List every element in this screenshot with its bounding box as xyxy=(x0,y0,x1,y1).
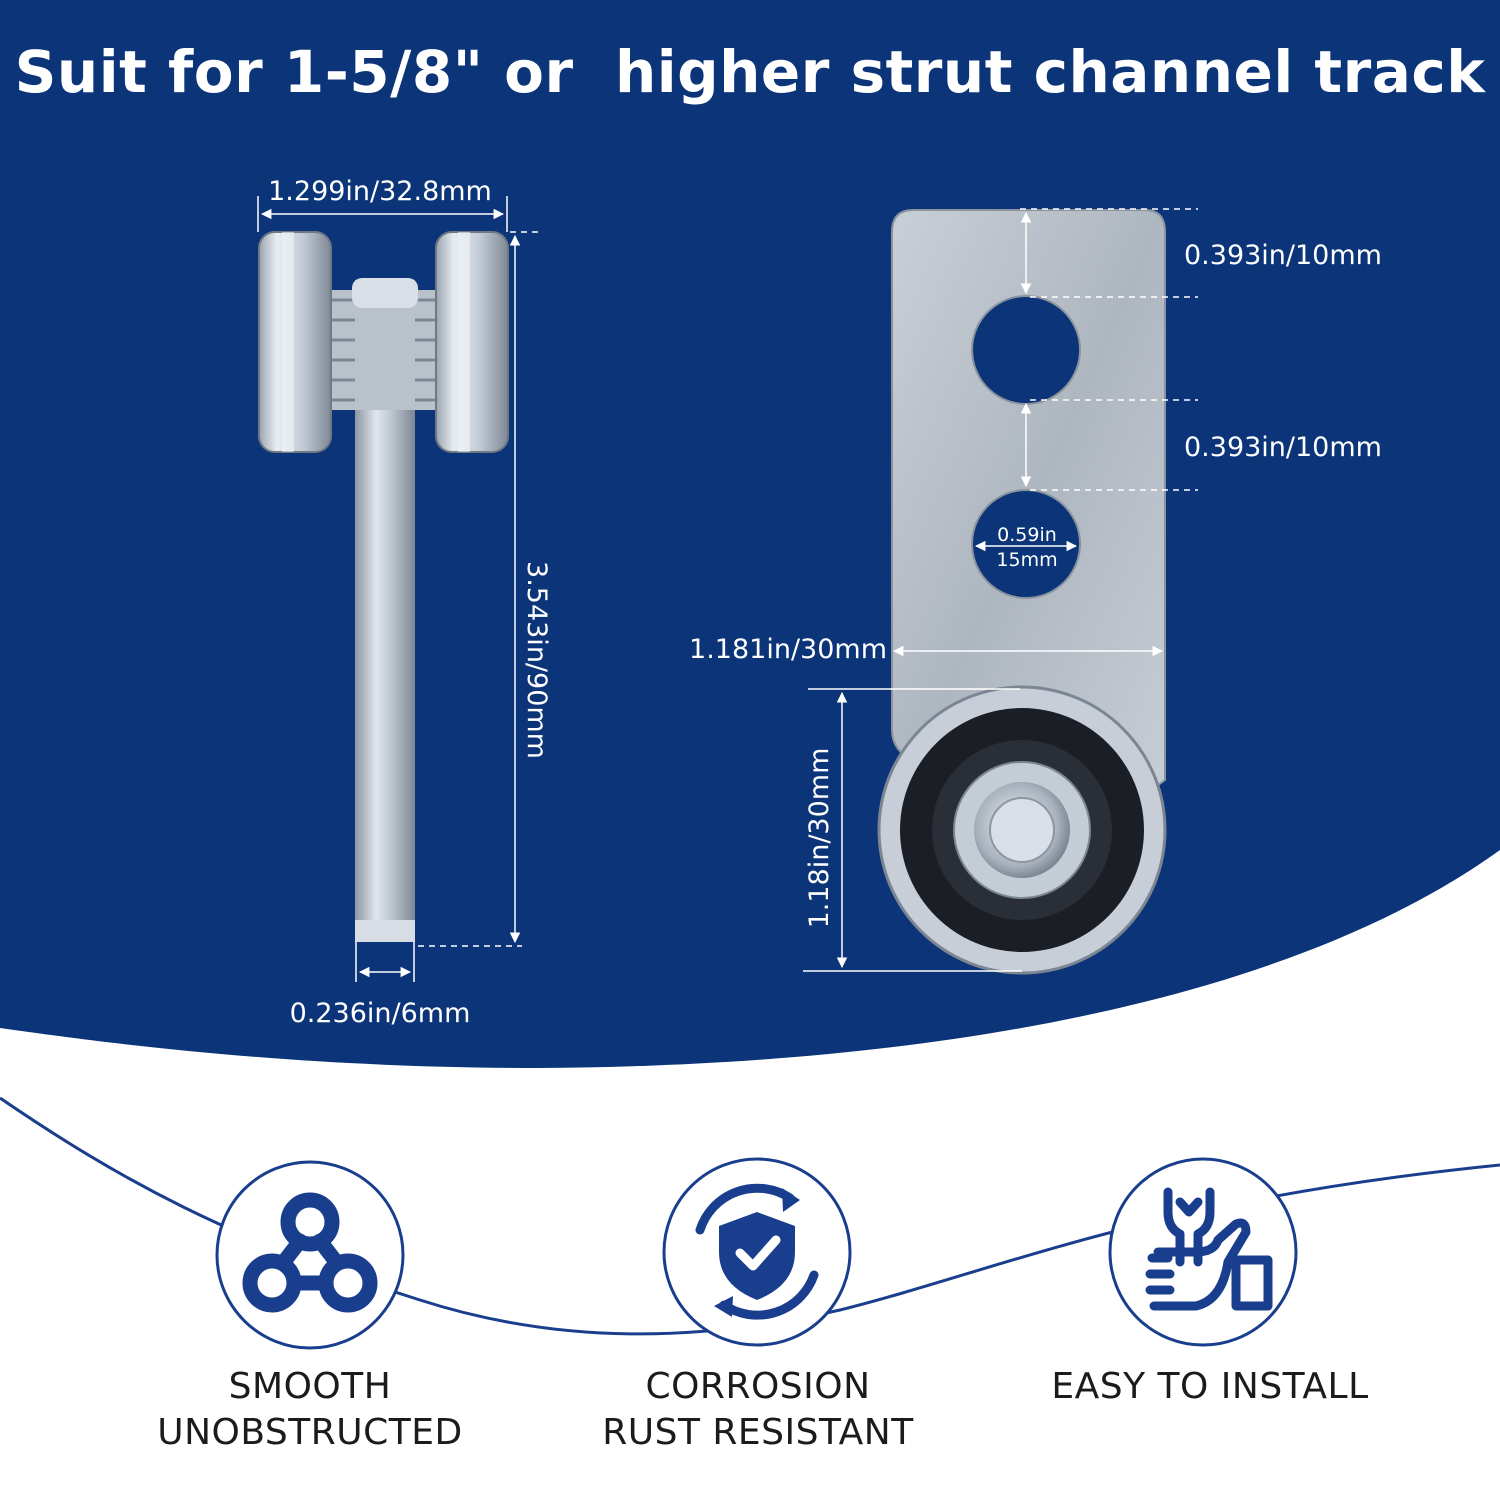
dim-height: 3.543in/90mm xyxy=(521,561,552,759)
left-wheel xyxy=(258,231,332,453)
dim-wheel-diameter: 1.18in/30mm xyxy=(804,748,835,929)
side-view: 1.299in/32.8mm 3.543in/90mm 0.236in/6mm xyxy=(257,176,552,1029)
bearing-wheel xyxy=(877,685,1167,975)
feature-smooth: SMOOTH UNOBSTRUCTED xyxy=(100,1364,520,1456)
axle xyxy=(315,290,455,410)
feature-smooth-line1: SMOOTH xyxy=(228,1366,392,1407)
dim-hole-diameter-in: 0.59in xyxy=(997,524,1057,546)
dim-wheel-span: 1.299in/32.8mm xyxy=(268,176,492,207)
dim-thickness: 0.236in/6mm xyxy=(290,998,471,1029)
feature-corrosion-line2: RUST RESISTANT xyxy=(602,1412,914,1453)
dim-plate-width: 1.181in/30mm xyxy=(689,634,887,665)
headline: Suit for 1-5/8" or higher strut channel … xyxy=(14,38,1486,106)
dim-hole-diameter-mm: 15mm xyxy=(996,549,1057,571)
shield-check-icon xyxy=(662,1157,852,1347)
wrench-hand-icon xyxy=(1108,1157,1298,1347)
dim-hole-to-hole: 0.393in/10mm xyxy=(1184,432,1382,463)
navy-background xyxy=(0,0,1500,1068)
network-icon xyxy=(215,1160,405,1350)
feature-install: EASY TO INSTALL xyxy=(1000,1364,1420,1410)
dim-top-to-hole: 0.393in/10mm xyxy=(1184,240,1382,271)
right-wheel xyxy=(435,231,509,453)
feature-smooth-line2: UNOBSTRUCTED xyxy=(157,1412,463,1453)
front-view: 0.393in/10mm 0.393in/10mm 0.59in 15mm 1.… xyxy=(689,208,1382,975)
feature-corrosion: CORROSION RUST RESISTANT xyxy=(548,1364,968,1456)
feature-corrosion-line1: CORROSION xyxy=(645,1366,871,1407)
feature-install-line1: EASY TO INSTALL xyxy=(1051,1366,1369,1407)
